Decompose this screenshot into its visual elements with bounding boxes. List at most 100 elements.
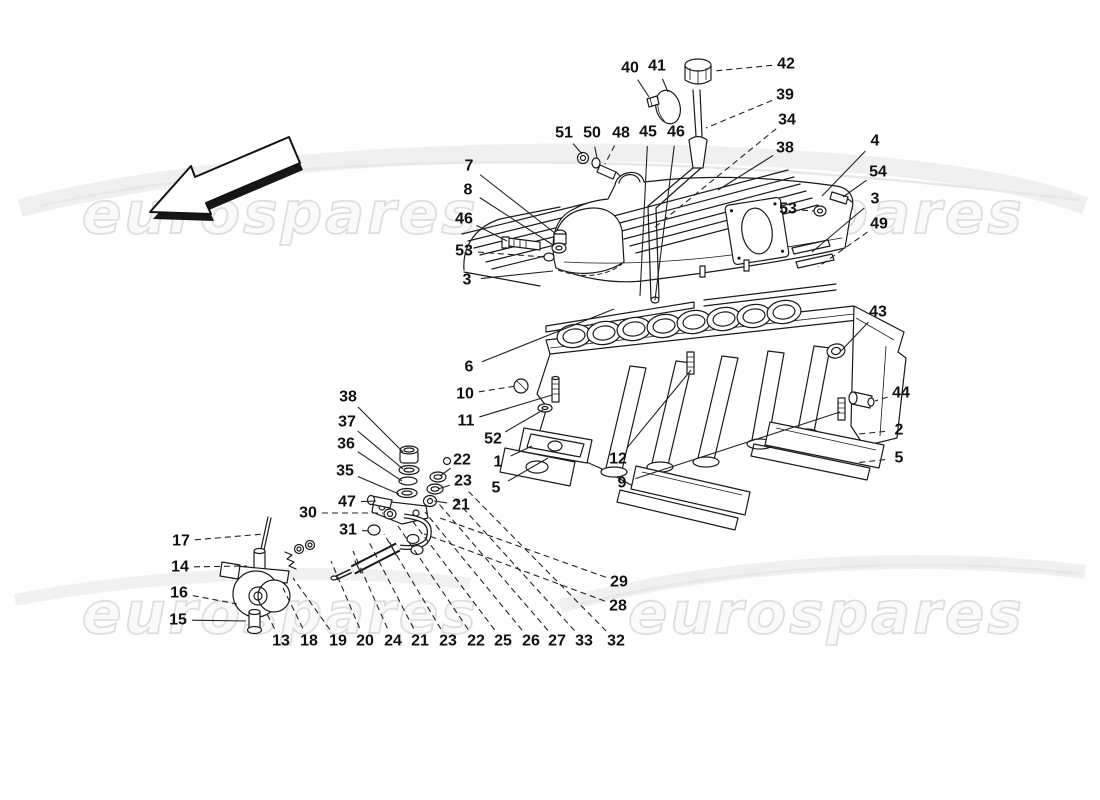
callout-41-1: 41 [648,58,666,75]
callout-25-57: 25 [494,633,512,650]
callout-31-39: 31 [339,522,357,539]
callout-47-37: 47 [338,494,356,511]
leader-line-2-31 [858,430,886,435]
callout-35-36: 35 [336,463,354,480]
leader-line-46-15 [654,145,675,301]
callout-28-48: 28 [609,598,627,615]
leader-line-38-5 [717,154,774,191]
leader-line-40-0 [637,79,650,98]
flange-gasket [616,489,739,531]
callout-53-19: 53 [455,243,473,260]
callout-5-26: 5 [492,480,501,497]
callout-5-32: 5 [895,450,904,467]
leader-line-54-7 [842,179,867,198]
bracket-gasket-5 [499,447,576,487]
callout-15-43: 15 [169,612,187,629]
oil-filler-cap [684,58,712,85]
leader-line-18-50 [282,587,304,629]
watermark-text-0: eurospares [82,179,479,247]
fitting-30 [383,508,397,520]
callout-6-21: 6 [465,359,474,376]
leader-line-43-29 [840,321,869,352]
leader-line-23-45 [437,484,450,490]
leader-line-22-56 [397,525,469,630]
watermark-swoosh [579,563,1081,606]
leader-line-53-10 [801,209,815,212]
leader-line-34-4 [653,128,777,229]
callout-22-44: 22 [453,452,471,469]
nut [406,533,420,545]
leader-line-15-43 [191,619,247,622]
air-valve-assembly [219,516,316,635]
manifold-stud-11 [551,375,560,403]
callout-12-27: 12 [609,451,627,468]
callout-14-41: 14 [171,559,189,576]
leader-line-8-17 [479,197,554,246]
drawing-layer [149,58,907,635]
callout-50-12: 50 [583,125,601,142]
leader-line-28-48 [423,533,606,602]
mounting-flange [630,465,751,516]
callout-20-52: 20 [356,633,374,650]
callout-46-15: 46 [667,124,685,141]
watermark-swoosh [558,555,1086,613]
leader-line-5-26 [507,457,549,482]
leader-line-39-3 [705,99,773,129]
bushing-38 [399,445,419,464]
callout-46-18: 46 [455,211,473,228]
leader-line-6-21 [481,308,615,363]
mounting-flange [764,421,885,469]
callout-32-61: 32 [607,633,625,650]
callout-2-31: 2 [895,422,904,439]
valve-cover-rear-section [461,201,623,287]
callout-11-23: 11 [458,413,475,430]
seal-ring [655,89,681,125]
leader-line-47-37 [360,500,377,503]
nut-31 [367,524,381,536]
callout-27-59: 27 [548,633,566,650]
leader-line-38-33 [357,406,404,453]
callout-24-53: 24 [384,633,402,650]
callout-45-14: 45 [639,124,657,141]
callout-9-28: 9 [618,475,627,492]
callout-44-30: 44 [892,385,910,402]
callout-17-40: 17 [172,533,190,550]
spring [284,551,297,570]
leader-line-50-12 [594,146,598,159]
manifold-right-end [850,305,907,447]
callout-21-46: 21 [452,497,470,514]
leader-line-20-52 [330,560,361,629]
callout-36-35: 36 [337,436,355,453]
leader-line-24-53 [352,550,388,629]
leader-line-4-6 [821,150,866,197]
cover-stud [743,259,750,272]
leader-line-3-8 [811,207,865,253]
cover-stud [699,265,706,278]
callout-13-49: 13 [272,633,290,650]
callout-49-9: 49 [870,216,888,233]
callout-18-50: 18 [300,633,318,650]
intake-trumpets [556,299,802,349]
dipstick [647,89,708,304]
callout-48-13: 48 [612,125,630,142]
callout-38-33: 38 [339,389,357,406]
manifold-runners [600,345,831,478]
plug-44 [848,391,875,409]
support-bracket-1 [518,427,593,464]
end-cap-43 [826,343,846,359]
linkage-cluster [330,445,452,581]
callout-23-55: 23 [439,633,457,650]
leader-line-1-25 [510,445,533,457]
cover-left-fittings [501,229,567,262]
leader-line-5-32 [854,459,886,464]
leader-line-21-54 [368,541,415,629]
cover-window [724,196,790,266]
leader-line-35-36 [357,475,400,495]
leader-line-37-34 [357,430,404,470]
leader-line-44-30 [874,396,888,402]
callout-34-4: 34 [778,112,796,129]
leader-line-46-18 [476,224,508,242]
leader-line-14-41 [193,565,248,568]
